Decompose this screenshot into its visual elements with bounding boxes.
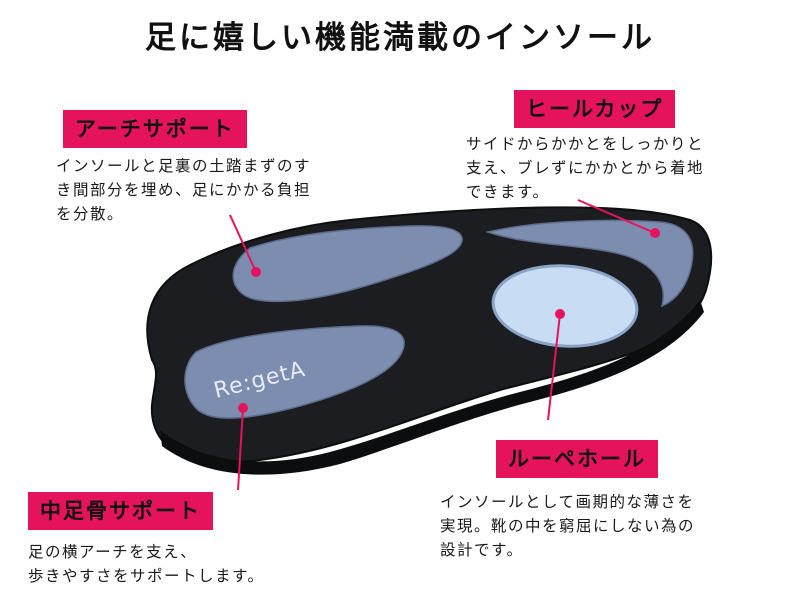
heel-cup-pad: [485, 219, 694, 308]
heel-callout-line: [577, 199, 656, 234]
arch-callout-dot: [251, 267, 261, 277]
metatarsal-support-pad: [184, 325, 405, 419]
loupe-hole: [491, 264, 639, 348]
arch-callout-line: [229, 214, 257, 273]
loupe-callout-dot: [555, 309, 565, 319]
page-title: 足に嬉しい機能満載のインソール: [145, 20, 655, 56]
metatarsal-callout-line: [237, 407, 244, 491]
metatarsal-callout-dot: [238, 403, 248, 413]
loupe-callout-line: [547, 313, 561, 421]
metatarsal-support-description: 足の横アーチを支え、 歩きやすさをサポートします。: [28, 543, 265, 585]
arch-support-label: アーチサポート: [63, 110, 247, 148]
heel-cup-label: ヒールカップ: [514, 90, 676, 128]
loupe-hole-label: ルーペホール: [496, 440, 658, 478]
heel-callout-dot: [650, 228, 660, 238]
heel-cup-description: サイドからかかとをしっかりと 支え、ブレずにかかとから着地 できます。: [466, 135, 705, 201]
insole-sidewall: [160, 300, 704, 475]
loupe-hole-description: インソールとして画期的な薄さを 実現。靴の中を窮屈にしない為の 設計です。: [440, 493, 696, 559]
arch-support-description: インソールと足裏の土踏まずのす き間部分を埋め、足にかかる負担 を分散。: [56, 157, 312, 223]
arch-support-pad: [232, 225, 463, 303]
metatarsal-support-label: 中足骨サポート: [28, 492, 213, 530]
